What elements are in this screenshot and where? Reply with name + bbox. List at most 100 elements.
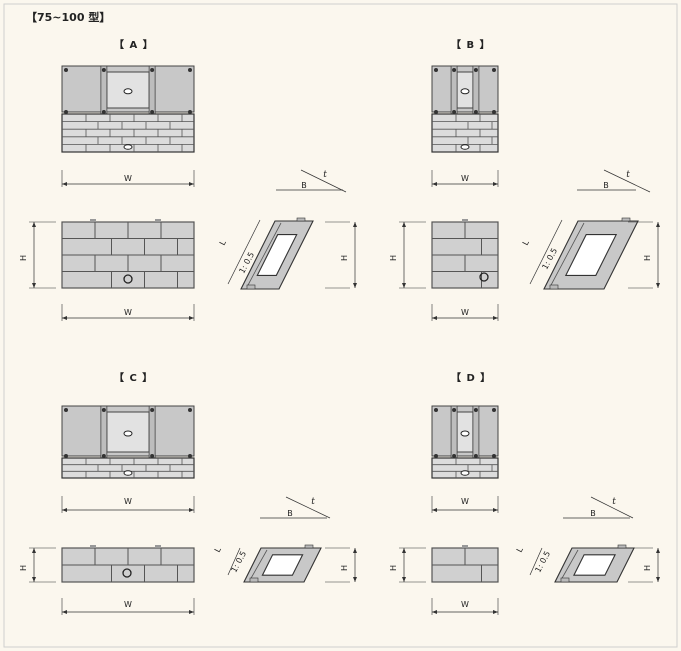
bolt-icon (434, 454, 438, 458)
lug (462, 219, 468, 222)
post (472, 405, 480, 459)
bolt-icon (150, 408, 155, 412)
bolt-icon (452, 408, 457, 412)
bolt-icon (101, 110, 106, 114)
panel-a-plan-width-label: W (124, 174, 132, 183)
bolt-icon (188, 110, 192, 114)
bolt-icon (434, 408, 438, 412)
panel-a-height: H (19, 221, 56, 289)
lug (155, 545, 161, 548)
panel-b-section-height-label: H (643, 255, 652, 261)
base-label: B (287, 509, 293, 518)
section-cavity (261, 554, 304, 576)
panel-d-label: 【 D 】 (451, 373, 492, 384)
thickness-dim-line (300, 169, 347, 193)
lug (246, 284, 256, 290)
panel-d-height: H (389, 547, 426, 583)
thickness-label: t (612, 497, 616, 507)
lug (155, 219, 161, 222)
panel-c-front (61, 547, 195, 583)
bolt-icon (473, 408, 478, 412)
panel-d-plan-width-label: W (461, 497, 469, 506)
bolt-icon (473, 454, 478, 458)
bolt-icon (64, 408, 68, 412)
bolt-icon (188, 68, 192, 72)
panel-b-section (543, 217, 639, 290)
length-dim-line (227, 547, 241, 576)
panel-a-plan-width: W (61, 170, 195, 187)
bolt-icon (492, 408, 496, 412)
bolt-icon (150, 454, 155, 458)
panel-d-height-label: H (389, 565, 398, 571)
panel-b-front (431, 221, 499, 289)
rib-line (560, 549, 579, 581)
lug (617, 544, 627, 549)
section-cavity (573, 554, 616, 576)
panel-d-section-height: H (628, 547, 660, 583)
thickness-dim-line (590, 496, 634, 519)
bolt-icon (434, 68, 438, 72)
panel-d-front (431, 547, 499, 583)
panel-b-height-label: H (389, 255, 398, 261)
bolt-icon (473, 68, 478, 72)
panel-d-front-width-label: W (461, 600, 469, 609)
panel-a-front-width: W (61, 304, 195, 321)
rib-line (246, 222, 282, 288)
bolt-icon (101, 68, 106, 72)
lug (621, 217, 631, 222)
slot-icon (460, 88, 470, 95)
bolt-icon (150, 68, 155, 72)
lug (296, 217, 306, 222)
sheet-title: 【75~100 型】 (26, 11, 111, 24)
panel-d-plan-width: W (431, 496, 499, 513)
panel-d-section-height-label: H (643, 565, 652, 571)
bolt-icon (64, 110, 68, 114)
bolt-icon (492, 68, 496, 72)
bolt-icon (64, 68, 68, 72)
panel-b-plan-width: W (431, 170, 499, 187)
slope-label: 1: 0.5 (229, 550, 248, 575)
panel-a-section-height-label: H (340, 255, 349, 261)
panel-a-front-width-label: W (124, 308, 132, 317)
drain-hole (123, 144, 133, 150)
thickness-label: t (323, 170, 327, 180)
post (148, 405, 156, 459)
drain-hole (122, 568, 132, 578)
thickness-dim-line (285, 496, 331, 519)
rib-line (249, 549, 268, 581)
post (472, 65, 480, 115)
panel-c-plan-width: W (61, 496, 195, 513)
post (450, 405, 458, 459)
panel-b-section-height: H (628, 221, 660, 289)
section-cavity (564, 234, 618, 276)
panel-d-plan (431, 405, 499, 479)
bolt-icon (64, 454, 68, 458)
bolt-icon (188, 454, 192, 458)
thickness-dim-line (603, 169, 651, 193)
drain-hole (479, 272, 489, 282)
lug (304, 544, 314, 549)
bolt-icon (452, 68, 457, 72)
panel-a-front (61, 221, 195, 289)
thickness-label: t (311, 497, 315, 507)
lug (90, 545, 96, 548)
panel-d-front-width: W (431, 598, 499, 615)
panel-c-section-height-label: H (340, 565, 349, 571)
length-label: L (521, 238, 531, 247)
panel-a-section-height: H (325, 221, 357, 289)
drain-hole (460, 470, 470, 476)
bolt-icon (492, 454, 496, 458)
drain-hole (123, 274, 133, 284)
base-label: B (590, 509, 596, 518)
length-dim-line (529, 219, 563, 285)
bolt-icon (452, 110, 457, 114)
section-cavity (256, 234, 298, 276)
bolt-icon (150, 110, 155, 114)
panel-a-plan (61, 65, 195, 153)
slot-icon (123, 430, 133, 437)
panel-b-height: H (389, 221, 426, 289)
post (100, 405, 108, 459)
